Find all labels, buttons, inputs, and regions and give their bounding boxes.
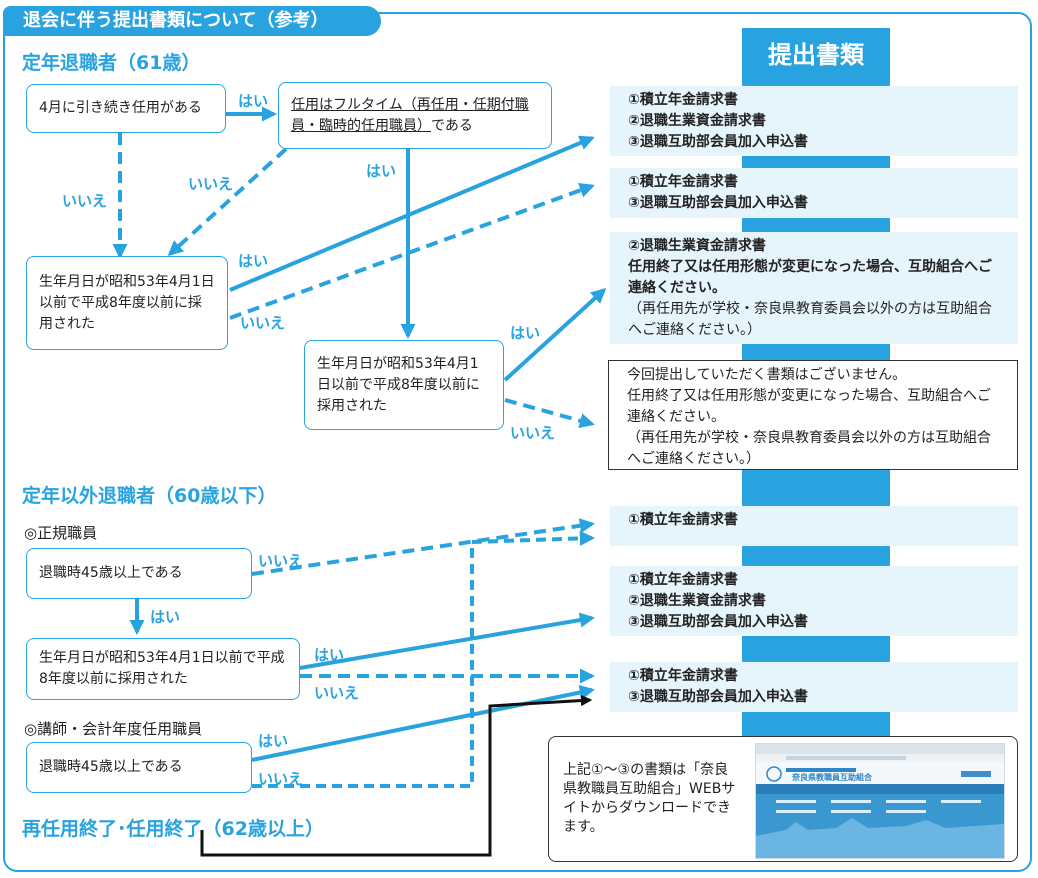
label-yes: はい: [238, 252, 269, 270]
label-no: いいえ: [188, 175, 234, 193]
label-no: いいえ: [258, 552, 304, 570]
arrow-birth-a-yes: [229, 135, 595, 292]
label-no: いいえ: [240, 314, 286, 332]
label-regular-staff: ◎正規職員: [24, 524, 98, 542]
node-april-continued: 4月に引き続き任用がある: [26, 84, 226, 133]
website-screenshot: 奈良県教職員互助組合: [755, 743, 1005, 859]
label-no: いいえ: [314, 684, 360, 702]
docs-box-3: ②退職生業資金請求書任用終了又は任用形態が変更になった場合、互助組合へご連絡くだ…: [610, 232, 1018, 344]
website-screenshot-image: [756, 744, 1004, 858]
docs-box-5: ①積立年金請求書: [610, 506, 1018, 546]
node-age45-regular: 退職時45歳以上である: [26, 548, 252, 599]
arrow-age45-lecturer-yes: [251, 685, 595, 762]
node-birthdate-a: 生年月日が昭和53年4月1日以前で平成8年度以前に採用された: [26, 256, 228, 350]
node-fulltime: 任用はフルタイム（再任用・任期付職員・臨時的任用職員）である: [278, 82, 552, 149]
arrow-reemploy-end: [200, 694, 593, 857]
label-yes: はい: [314, 646, 345, 664]
label-yes: はい: [258, 732, 289, 750]
label-no: いいえ: [258, 770, 304, 788]
outer-frame: [3, 12, 1032, 872]
arrow-birth-b-no: [504, 398, 595, 429]
arrow-age45-regular-no: [251, 518, 596, 576]
label-yes: はい: [366, 162, 397, 180]
label-yes: はい: [510, 324, 541, 342]
download-info-box: 上記①～③の書類は「奈良県教職員互助組合」WEBサイトからダウンロードできます。…: [548, 736, 1018, 862]
download-info-text: 上記①～③の書類は「奈良県教職員互助組合」WEBサイトからダウンロードできます。: [563, 762, 736, 835]
arrow-fulltime-no: [167, 147, 288, 257]
label-yes: はい: [150, 608, 181, 626]
arrow-birth-b-yes: [503, 287, 607, 382]
website-site-name: 奈良県教職員互助組合: [792, 773, 872, 782]
label-no: いいえ: [510, 424, 556, 442]
docs-column-header: 提出書類: [742, 28, 890, 82]
label-no: いいえ: [62, 192, 108, 210]
node-birthdate-b: 生年月日が昭和53年4月1日以前で平成8年度以前に採用された: [304, 340, 504, 430]
page-title: 退会に伴う提出書類について（参考）: [3, 6, 381, 36]
arrow-age45-lecturer-no: [252, 530, 596, 788]
label-lecturer-staff: ◎講師・会計年度任用職員: [24, 720, 203, 738]
node-age45-lecturer: 退職時45歳以上である: [26, 742, 252, 793]
label-yes: はい: [238, 92, 269, 110]
node-birthdate-c: 生年月日が昭和53年4月1日以前で平成8年度以前に採用された: [26, 638, 300, 700]
docs-column-title: 提出書類: [768, 41, 864, 69]
heading-retire-61: 定年退職者（61歳）: [22, 52, 201, 74]
arrow-birth-c-yes: [299, 612, 595, 670]
heading-retire-60: 定年以外退職者（60歳以下）: [22, 485, 277, 507]
heading-reemploy-end: 再任用終了･任用終了（62歳以上）: [22, 818, 324, 840]
arrow-birth-a-no: [229, 183, 595, 320]
docs-box-4: 今回提出していただく書類はございません。任用終了又は任用形態が変更になった場合、…: [608, 360, 1018, 470]
